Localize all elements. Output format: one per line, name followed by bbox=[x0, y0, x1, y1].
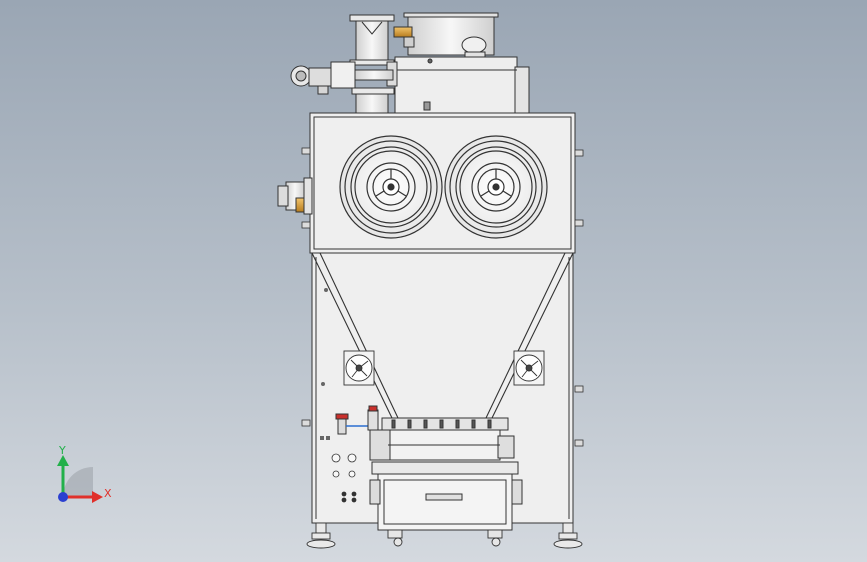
y-axis-label: Y bbox=[58, 444, 66, 457]
x-axis-label: X bbox=[104, 487, 112, 500]
collection-bin bbox=[369, 473, 523, 531]
z-axis-dot-icon bbox=[58, 492, 68, 502]
control-panel-knobs bbox=[331, 453, 357, 503]
bin-casters bbox=[387, 529, 503, 547]
top-intake-pipe-left bbox=[349, 14, 395, 115]
cabinet-small-fittings bbox=[320, 288, 330, 440]
pneumatic-line bbox=[335, 405, 379, 435]
hopper-cone bbox=[311, 252, 574, 419]
x-axis-arrow-head-icon bbox=[92, 491, 103, 503]
triad-plane-icon bbox=[63, 467, 93, 497]
leveling-foot-right bbox=[553, 522, 583, 549]
cooling-fan-left-icon bbox=[343, 350, 375, 386]
cooling-fan-right-icon bbox=[513, 350, 545, 386]
side-bolts bbox=[301, 147, 584, 447]
discharge-valve bbox=[369, 417, 519, 475]
brass-fitting-icon bbox=[393, 26, 413, 38]
side-valve-assembly bbox=[290, 61, 394, 95]
y-axis-arrow-head-icon bbox=[57, 455, 69, 466]
filter-disc-left bbox=[339, 135, 443, 239]
leveling-foot-left bbox=[306, 522, 336, 549]
coordinate-triad[interactable]: Y X bbox=[57, 444, 112, 503]
filter-disc-right bbox=[444, 135, 548, 239]
top-inlet-hopper bbox=[393, 12, 499, 63]
left-side-motor bbox=[277, 177, 313, 215]
motor-housing bbox=[386, 56, 530, 114]
